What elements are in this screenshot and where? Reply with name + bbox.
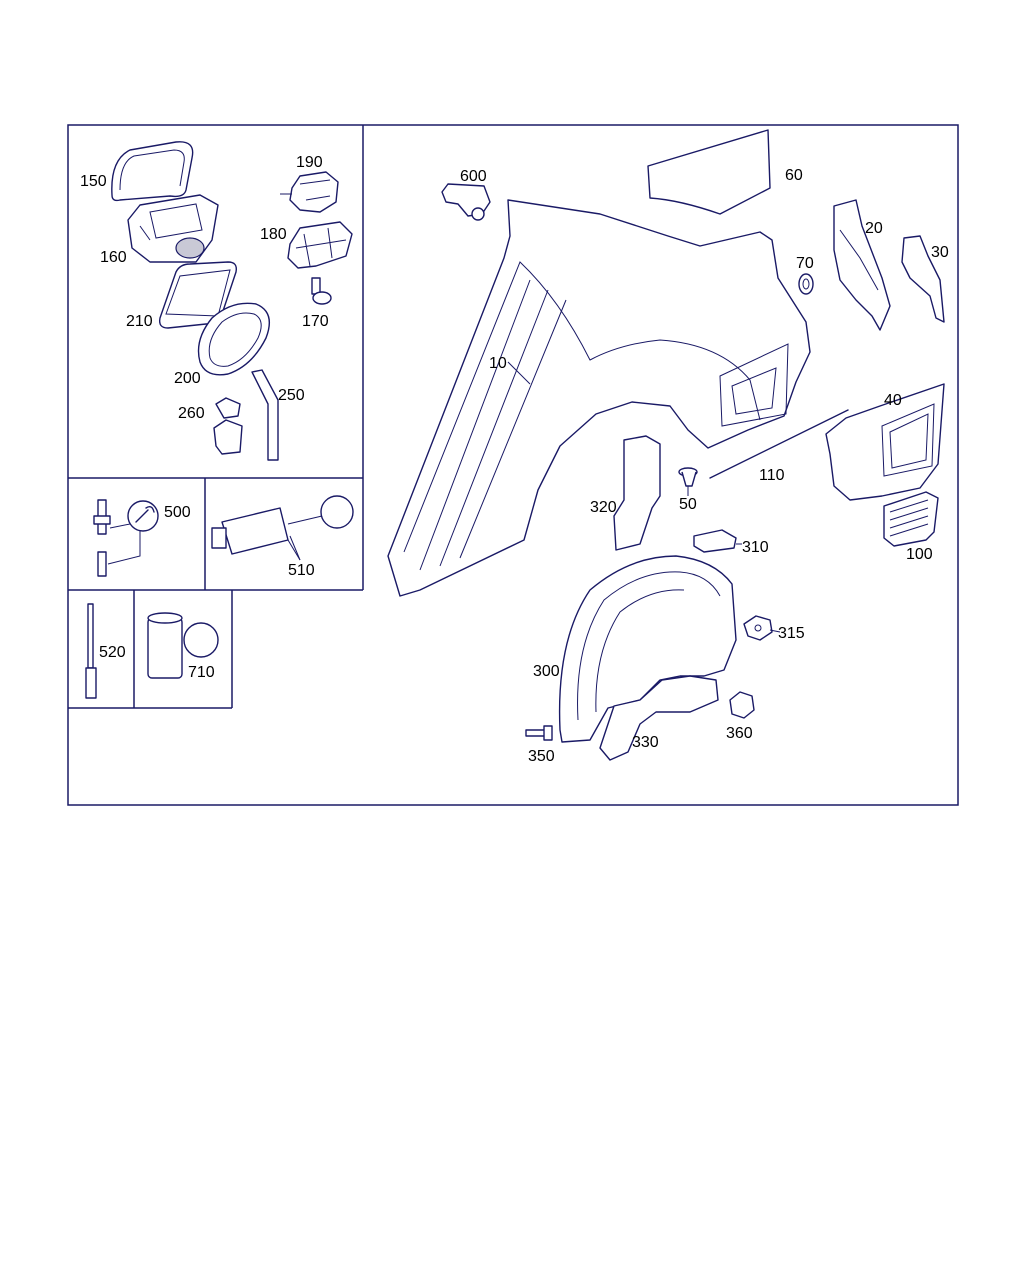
rivet-520: [85, 603, 97, 699]
label-30: 30: [931, 244, 949, 261]
bolts-500: [93, 499, 159, 577]
side-panel-10: [387, 199, 811, 597]
label-20: 20: [865, 220, 883, 237]
seal-210: [158, 261, 238, 329]
fuel-flap-150: [111, 141, 194, 202]
diagram-frames: [67, 124, 959, 806]
fuel-filler-housing-160: [127, 194, 219, 263]
label-200: 200: [174, 370, 201, 387]
grommet-70: [798, 273, 814, 295]
label-710: 710: [188, 664, 215, 681]
label-180: 180: [260, 226, 287, 243]
liner-section-330: [599, 675, 719, 761]
label-360: 360: [726, 725, 753, 742]
label-320: 320: [590, 499, 617, 516]
wheel-liner-300: [558, 555, 737, 743]
label-510: 510: [288, 562, 315, 579]
label-315: 315: [778, 625, 805, 642]
label-170: 170: [302, 313, 329, 330]
sealant-tube-510: [211, 495, 354, 561]
label-210: 210: [126, 313, 153, 330]
label-520: 520: [99, 644, 126, 661]
fastener-315: [743, 615, 773, 641]
clip-50: [678, 467, 698, 487]
label-300: 300: [533, 663, 560, 680]
lock-180: [287, 221, 353, 269]
label-10: 10: [489, 355, 507, 372]
pad-310: [693, 529, 737, 553]
bracket-600: [441, 183, 491, 221]
label-50: 50: [679, 496, 697, 513]
label-160: 160: [100, 249, 127, 266]
part-labels: 150 160 190 180 170 210 200 250 260 500 …: [80, 154, 949, 765]
hose-250: [251, 369, 279, 461]
seal-strip-110: [709, 409, 849, 479]
label-600: 600: [460, 168, 487, 185]
label-100: 100: [906, 546, 933, 563]
label-190: 190: [296, 154, 323, 171]
label-260: 260: [178, 405, 205, 422]
label-70: 70: [796, 255, 814, 272]
nut-360: [729, 691, 755, 719]
screw-170: [311, 277, 332, 305]
label-310: 310: [742, 539, 769, 556]
label-40: 40: [884, 392, 902, 409]
inner-panel-20: [833, 199, 891, 331]
label-350: 350: [528, 748, 555, 765]
label-330: 330: [632, 734, 659, 751]
leader-lines: [287, 361, 781, 633]
inner-panel-30: [901, 235, 945, 323]
cartridge-710: [147, 612, 219, 679]
seal-200: [197, 302, 270, 376]
bolt-350: [525, 725, 553, 741]
vent-grille-100: [883, 491, 939, 547]
label-250: 250: [278, 387, 305, 404]
actuator-190: [280, 171, 339, 213]
label-150: 150: [80, 173, 107, 190]
rear-panel-40: [825, 383, 945, 501]
wrench-icon: [135, 505, 155, 523]
trim-strip-60: [647, 129, 771, 215]
label-500: 500: [164, 504, 191, 521]
label-110: 110: [759, 467, 785, 484]
label-60: 60: [785, 167, 803, 184]
bracket-260: [213, 397, 243, 455]
cover-320: [613, 435, 661, 551]
